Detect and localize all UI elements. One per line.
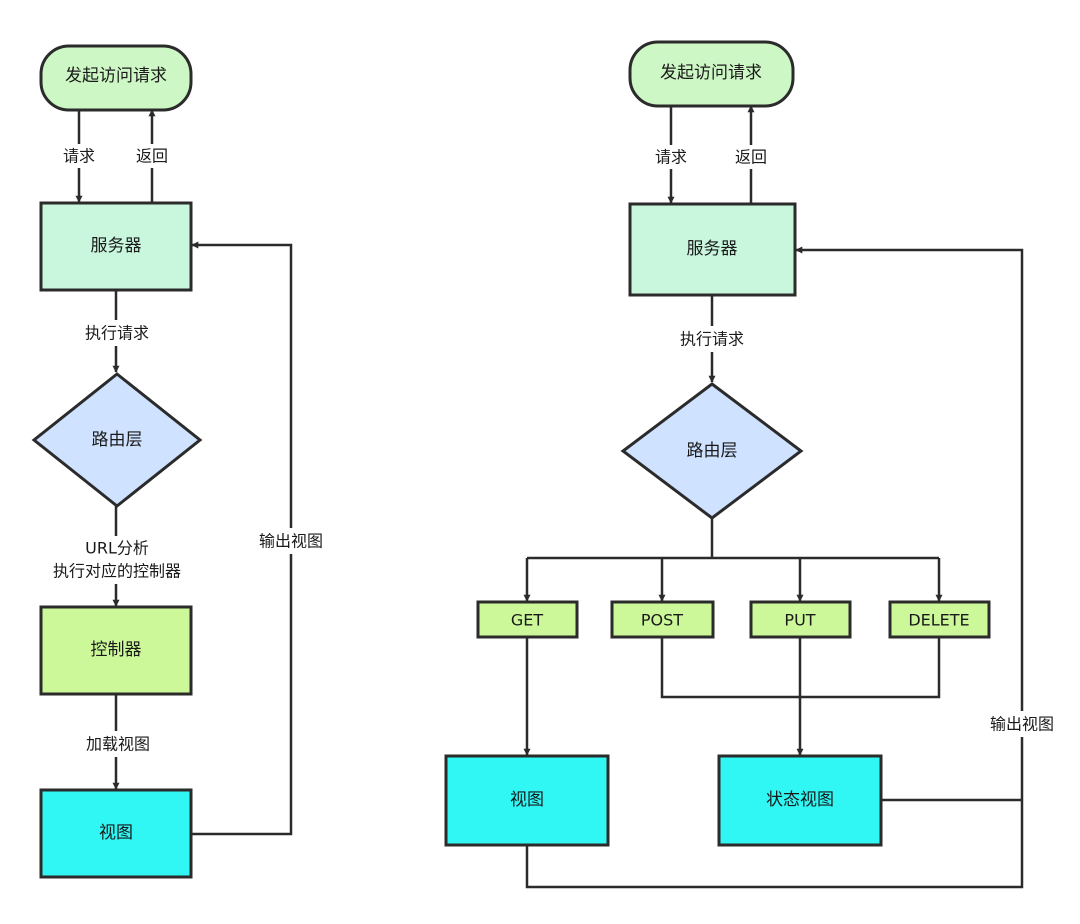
left-flow: 请求 返回 执行请求 URL分析 执行对应的控制器 加载视图 输出视图 发起访问… [31, 44, 332, 879]
left-server-node: 服务器 [39, 201, 193, 292]
method-delete-label: DELETE [908, 611, 969, 630]
left-server-shape [39, 201, 193, 292]
right-return-label: 返回 [735, 148, 767, 167]
right-request-label: 请求 [655, 148, 687, 167]
right-edge-router-split [527, 518, 939, 560]
right-edge-labels: 请求 返回 执行请求 输出视图 [650, 145, 1063, 737]
left-view-node: 视图 [39, 788, 193, 879]
left-edge-labels: 请求 返回 执行请求 URL分析 执行对应的控制器 加载视图 输出视图 [40, 144, 332, 757]
left-view-shape [39, 788, 193, 879]
method-get-label: GET [511, 611, 544, 630]
right-server-node: 服务器 [628, 202, 797, 297]
right-server-shape [628, 202, 797, 297]
right-method-delete-node: DELETE [888, 600, 991, 639]
left-controller-node: 控制器 [39, 605, 193, 696]
left-return-label: 返回 [136, 147, 168, 166]
left-controller-shape [39, 605, 193, 696]
method-get-shape [476, 600, 579, 639]
left-start-label: 发起访问请求 [65, 66, 167, 86]
method-post-shape [610, 600, 715, 639]
right-flow: 请求 返回 执行请求 输出视图 发起访问请求 服务器 路由层 GET [444, 40, 1063, 889]
left-router-shape [31, 372, 203, 508]
left-view-label: 视图 [99, 823, 133, 843]
right-view-node: 视图 [444, 754, 610, 847]
left-output-label: 输出视图 [259, 532, 323, 551]
right-router-label: 路由层 [687, 441, 738, 461]
right-edge-merge [660, 637, 941, 699]
left-start-shape [39, 44, 193, 112]
right-start-shape [628, 40, 795, 108]
right-edge-output [525, 246, 1024, 889]
left-execute-label: 执行请求 [85, 324, 149, 343]
right-edges [523, 105, 1024, 889]
left-load-label: 加载视图 [86, 735, 150, 754]
right-router-node: 路由层 [620, 382, 804, 520]
left-url-label-line1: URL分析 [85, 539, 149, 558]
left-start-node: 发起访问请求 [39, 44, 193, 112]
right-start-node: 发起访问请求 [628, 40, 795, 108]
method-put-shape [749, 600, 852, 639]
right-server-label: 服务器 [687, 239, 738, 259]
method-delete-shape [888, 600, 991, 639]
left-router-node: 路由层 [31, 372, 203, 508]
right-method-post-node: POST [610, 600, 715, 639]
left-controller-label: 控制器 [91, 640, 142, 660]
right-router-shape [620, 382, 804, 520]
right-method-get-node: GET [476, 600, 579, 639]
right-status-view-shape [717, 754, 883, 847]
right-status-view-label: 状态视图 [766, 790, 834, 810]
right-view-shape [444, 754, 610, 847]
left-server-label: 服务器 [91, 236, 142, 256]
right-status-view-node: 状态视图 [717, 754, 883, 847]
right-method-put-node: PUT [749, 600, 852, 639]
right-output-label: 输出视图 [990, 715, 1054, 734]
left-request-label: 请求 [63, 147, 95, 166]
right-start-label: 发起访问请求 [660, 63, 762, 83]
right-execute-label: 执行请求 [680, 330, 744, 349]
method-post-label: POST [641, 611, 683, 630]
left-router-label: 路由层 [92, 430, 143, 450]
right-view-label: 视图 [510, 790, 544, 810]
method-put-label: PUT [784, 611, 815, 630]
left-url-label-line2: 执行对应的控制器 [53, 562, 181, 581]
